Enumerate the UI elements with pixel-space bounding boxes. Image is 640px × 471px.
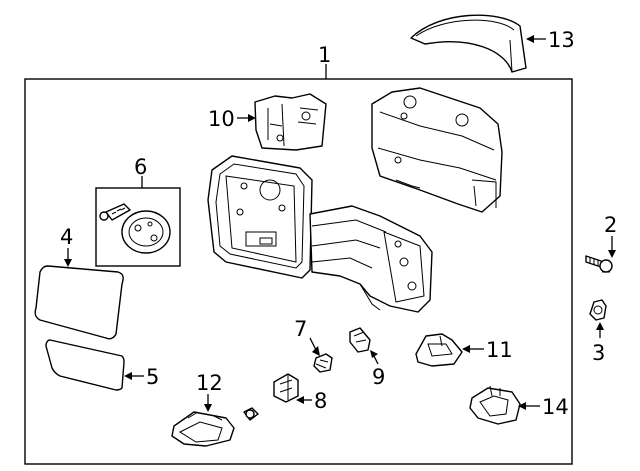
assembly-frame (24, 78, 573, 465)
sensor-part (469, 385, 521, 425)
lamp-cover-part (171, 411, 235, 447)
switch-part (273, 373, 299, 403)
arrow-9 (370, 350, 378, 358)
mirror-glass-part (34, 265, 124, 340)
label-14: 14 (542, 395, 569, 419)
lower-glass-part (45, 339, 125, 391)
arrow-11 (462, 345, 470, 353)
label-12: 12 (196, 371, 223, 395)
arrow-2 (608, 250, 616, 258)
label-1: 1 (318, 43, 331, 67)
label-8: 8 (314, 389, 327, 413)
label-5: 5 (146, 365, 159, 389)
label-13: 13 (548, 28, 575, 52)
label-2: 2 (604, 213, 617, 237)
label-10: 10 (208, 107, 235, 131)
arrow-7 (312, 346, 320, 356)
arrow-3 (596, 322, 604, 330)
arrow-10 (248, 114, 256, 122)
bolt-part (585, 255, 613, 273)
nut-part (589, 299, 607, 321)
label-9: 9 (372, 365, 385, 389)
mirror-housing-part (207, 155, 433, 313)
mirror-cap-part (410, 14, 527, 73)
connector-part (349, 327, 371, 353)
leader-7 (309, 337, 317, 351)
arrow-13 (526, 35, 534, 43)
clip-part (313, 353, 333, 373)
label-4: 4 (60, 225, 73, 249)
arrow-14 (518, 402, 526, 410)
arrow-5 (124, 372, 132, 380)
bracket-part (254, 93, 327, 151)
label-3: 3 (592, 341, 605, 365)
screw-part (243, 407, 259, 421)
lamp-part (415, 333, 463, 367)
part-6-inset (95, 187, 181, 267)
arrow-4 (64, 259, 72, 267)
arrow-8 (296, 396, 304, 404)
label-11: 11 (486, 338, 513, 362)
mirror-base-part (371, 87, 503, 213)
label-7: 7 (294, 317, 307, 341)
arrow-12 (204, 404, 212, 412)
leader-9 (373, 355, 379, 365)
label-6: 6 (134, 155, 147, 179)
motor-part (99, 203, 171, 254)
